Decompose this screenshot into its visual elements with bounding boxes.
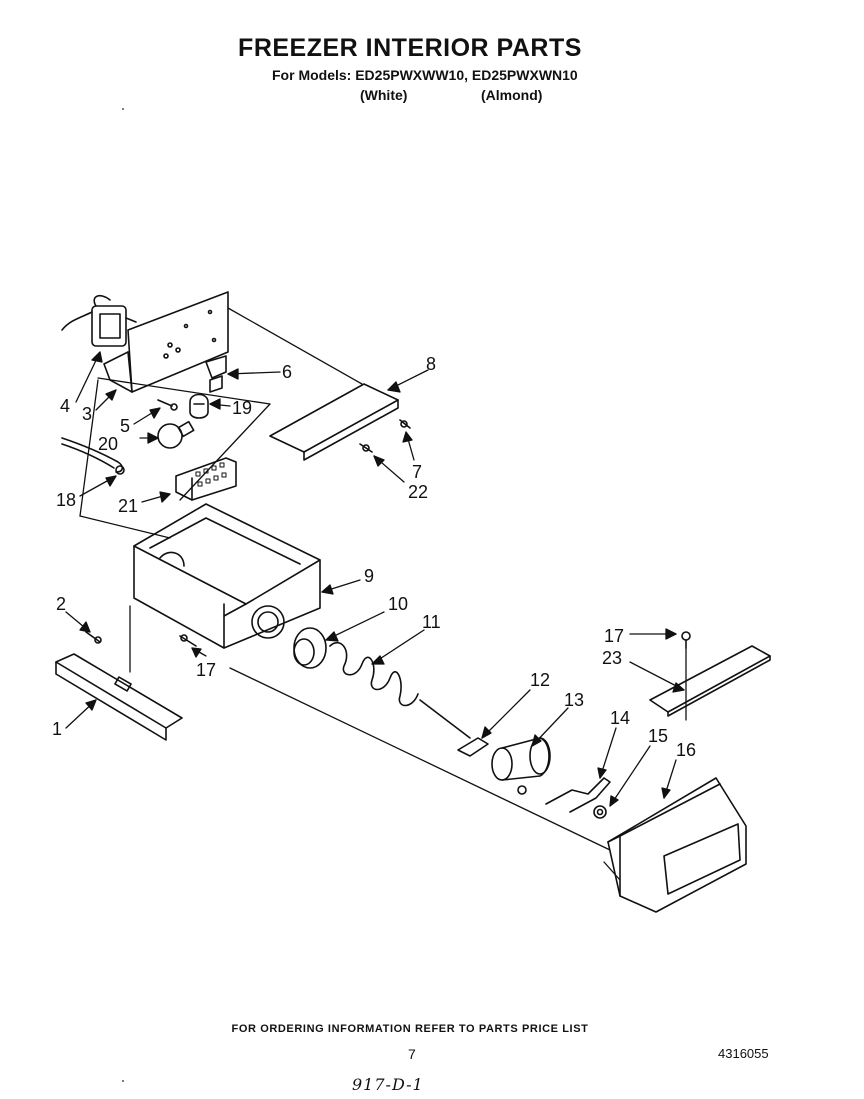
scan-speck	[122, 108, 124, 110]
callout-4: 4	[60, 396, 70, 416]
light-mounting-plate	[103, 291, 229, 393]
front-housing	[607, 777, 747, 913]
models-line: For Models: ED25PWXWW10, ED25PWXWN10	[272, 67, 578, 83]
hex-nut	[593, 805, 607, 819]
callout-5: 5	[120, 416, 130, 436]
callout-6: 6	[282, 362, 292, 382]
leader-lines	[65, 351, 685, 807]
lamp-socket	[189, 393, 209, 419]
screw-7	[399, 419, 411, 429]
document-number: 4316055	[718, 1046, 769, 1061]
wire-harness	[61, 437, 125, 475]
page-number: 7	[408, 1046, 416, 1062]
color-almond-label: (Almond)	[481, 87, 543, 103]
drive-cylinder	[491, 737, 551, 795]
callout-13: 13	[564, 690, 584, 710]
callout-20: 20	[98, 434, 118, 454]
scan-speck	[122, 1080, 124, 1082]
coupler	[457, 737, 489, 757]
callout-14: 14	[610, 708, 630, 728]
mounting-bracket	[55, 653, 183, 741]
callout-9: 9	[364, 566, 374, 586]
bearing	[293, 627, 327, 669]
screw-2	[85, 631, 102, 644]
callout-21: 21	[118, 496, 138, 516]
callout-22: 22	[408, 482, 428, 502]
screw-17-right	[681, 631, 691, 649]
light-bulb	[157, 420, 195, 449]
callout-17-right: 17	[604, 626, 624, 646]
callout-7: 7	[412, 462, 422, 482]
callout-3: 3	[82, 404, 92, 424]
screw-22	[359, 443, 373, 453]
callout-16: 16	[676, 740, 696, 760]
callout-1: 1	[52, 719, 62, 739]
deflector-strip	[649, 645, 771, 717]
screw-5	[157, 399, 178, 411]
clip-part	[205, 355, 227, 393]
shelf-cover	[269, 383, 399, 461]
callout-18: 18	[56, 490, 76, 510]
callout-12: 12	[530, 670, 550, 690]
callout-8: 8	[426, 354, 436, 374]
screw-17-left	[179, 634, 197, 647]
callout-19: 19	[232, 398, 252, 418]
drive-bracket	[545, 777, 611, 813]
callout-2: 2	[56, 594, 66, 614]
light-shield	[175, 457, 237, 501]
callout-labels: 1 2 3 4 5 6 7 8 9 10 11 12 13 14 15 16 1…	[52, 354, 696, 760]
callout-23: 23	[602, 648, 622, 668]
color-white-label: (White)	[360, 87, 408, 103]
ordering-info-note: FOR ORDERING INFORMATION REFER TO PARTS …	[231, 1023, 589, 1035]
callout-15: 15	[648, 726, 668, 746]
callout-10: 10	[388, 594, 408, 614]
assembly-guide-lines	[79, 307, 687, 881]
callout-17-left: 17	[196, 660, 216, 680]
auger-spring	[329, 641, 471, 739]
page-title: FREEZER INTERIOR PARTS	[238, 34, 582, 62]
switch-assembly	[61, 294, 137, 347]
handwritten-note: 917-D-1	[352, 1075, 424, 1094]
ice-bin-housing	[133, 503, 321, 649]
callout-11: 11	[422, 612, 441, 632]
